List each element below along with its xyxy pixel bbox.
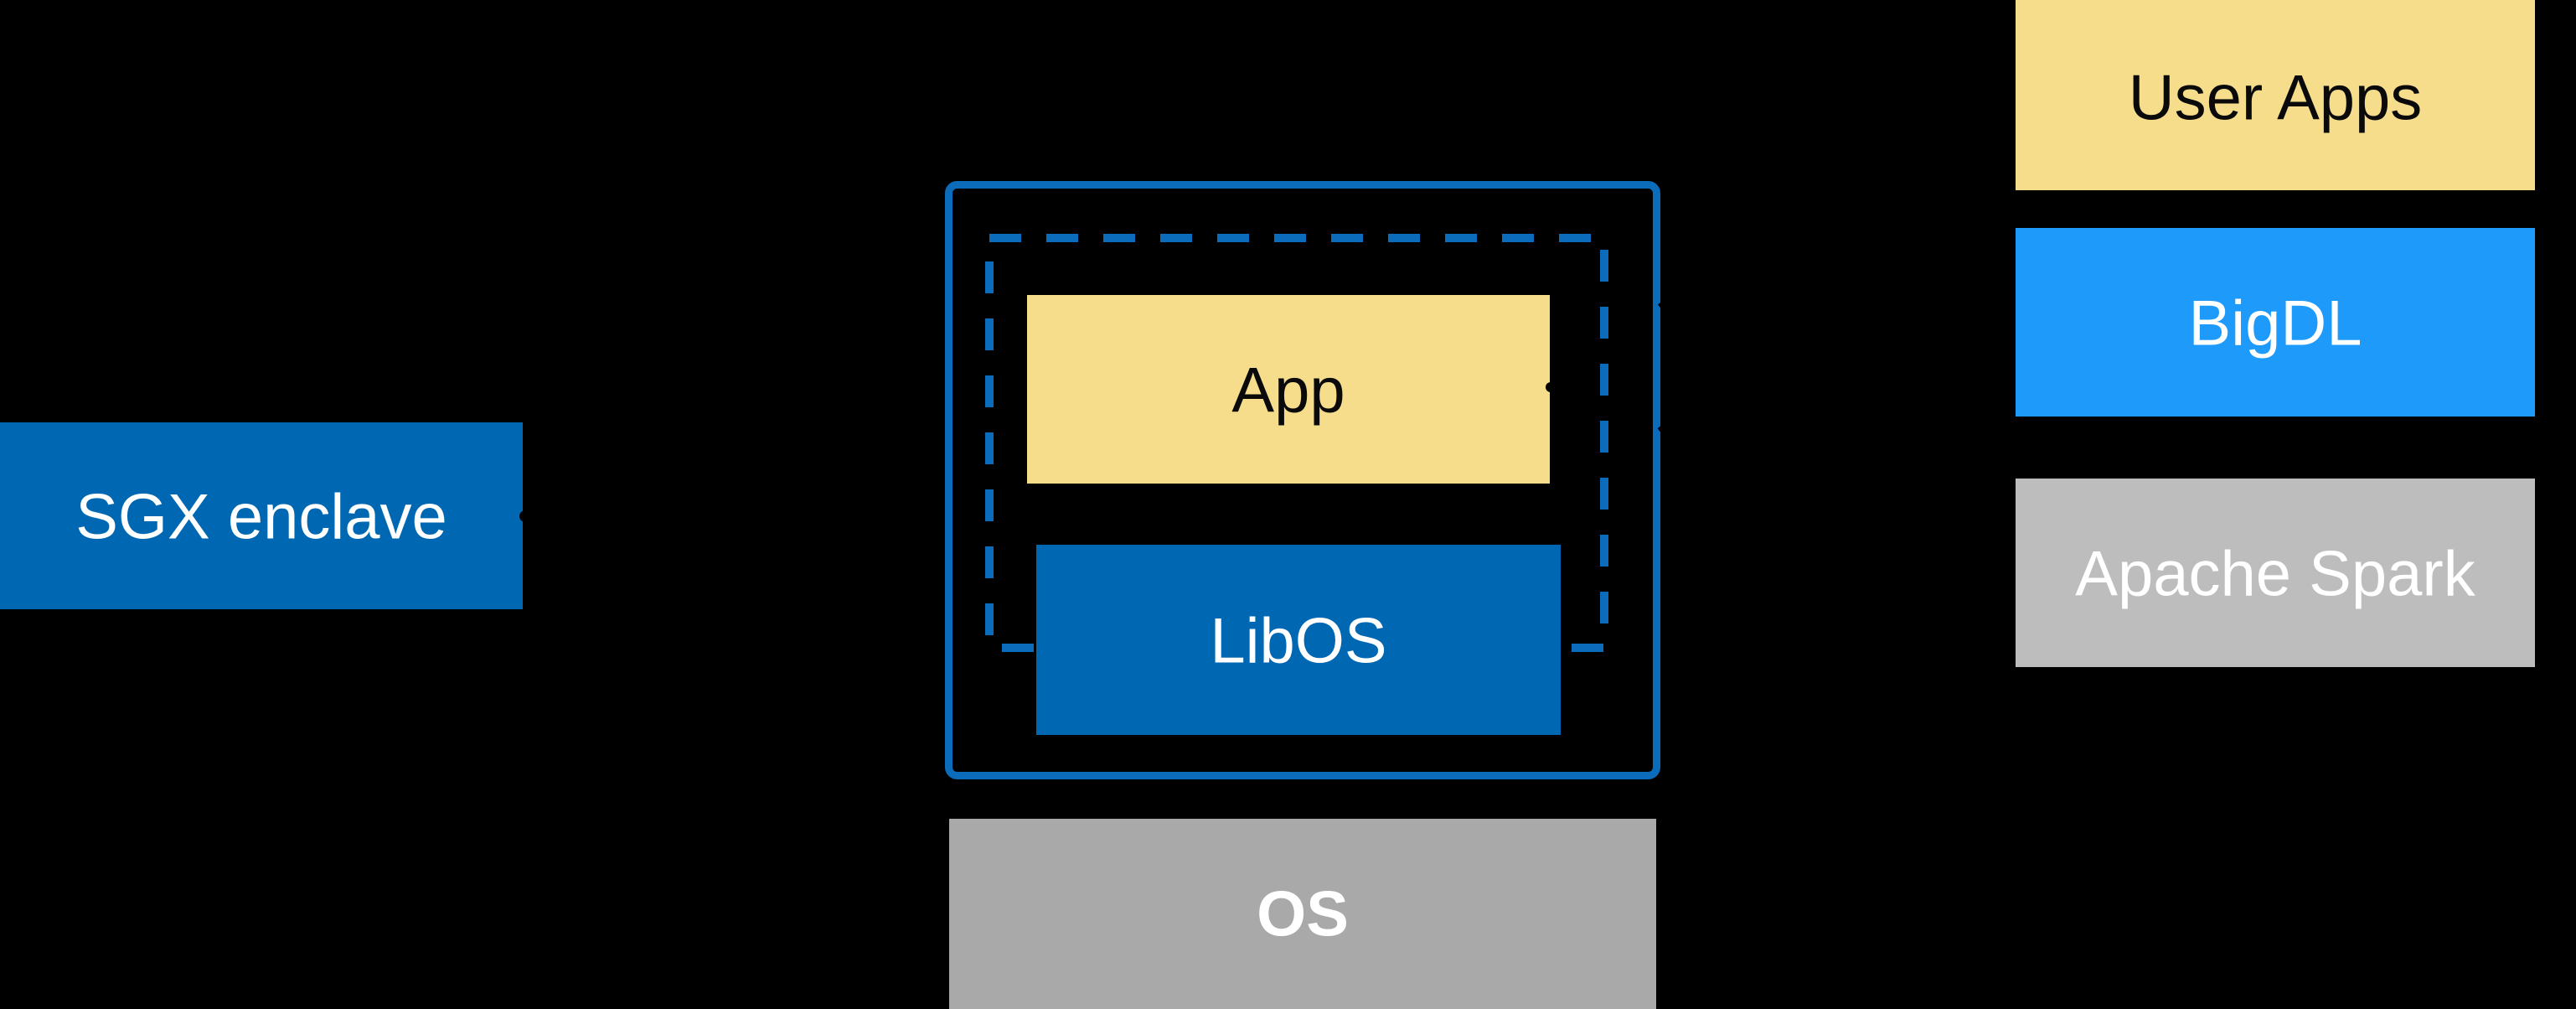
leader-line-sgx [530,450,918,519]
bigdl-box [2016,228,2535,417]
libos-label: LibOS [1210,606,1386,677]
leader-lines-group [530,215,1779,519]
leader-dot-sgx [519,510,531,522]
apache-spark-box [2016,479,2535,667]
user-apps-label: User Apps [2129,63,2423,134]
sgx-enclave-label: SGX enclave [75,482,447,553]
user-apps-box [2016,0,2535,190]
sgx-enclave-label-box [0,422,523,609]
leader-line-app [1551,215,1779,389]
enclave-outer-border [945,181,1660,779]
leader-dot-app [1546,382,1556,392]
os-label: OS [1257,879,1349,950]
app-label: App [1231,355,1345,427]
bigdl-label: BigDL [2189,288,2362,360]
leader-line-enclave-boundary [1603,339,1779,473]
libos-box [1036,545,1561,735]
app-box [1027,295,1550,484]
os-box [949,819,1656,1009]
apache-spark-label: Apache Spark [2075,539,2475,610]
